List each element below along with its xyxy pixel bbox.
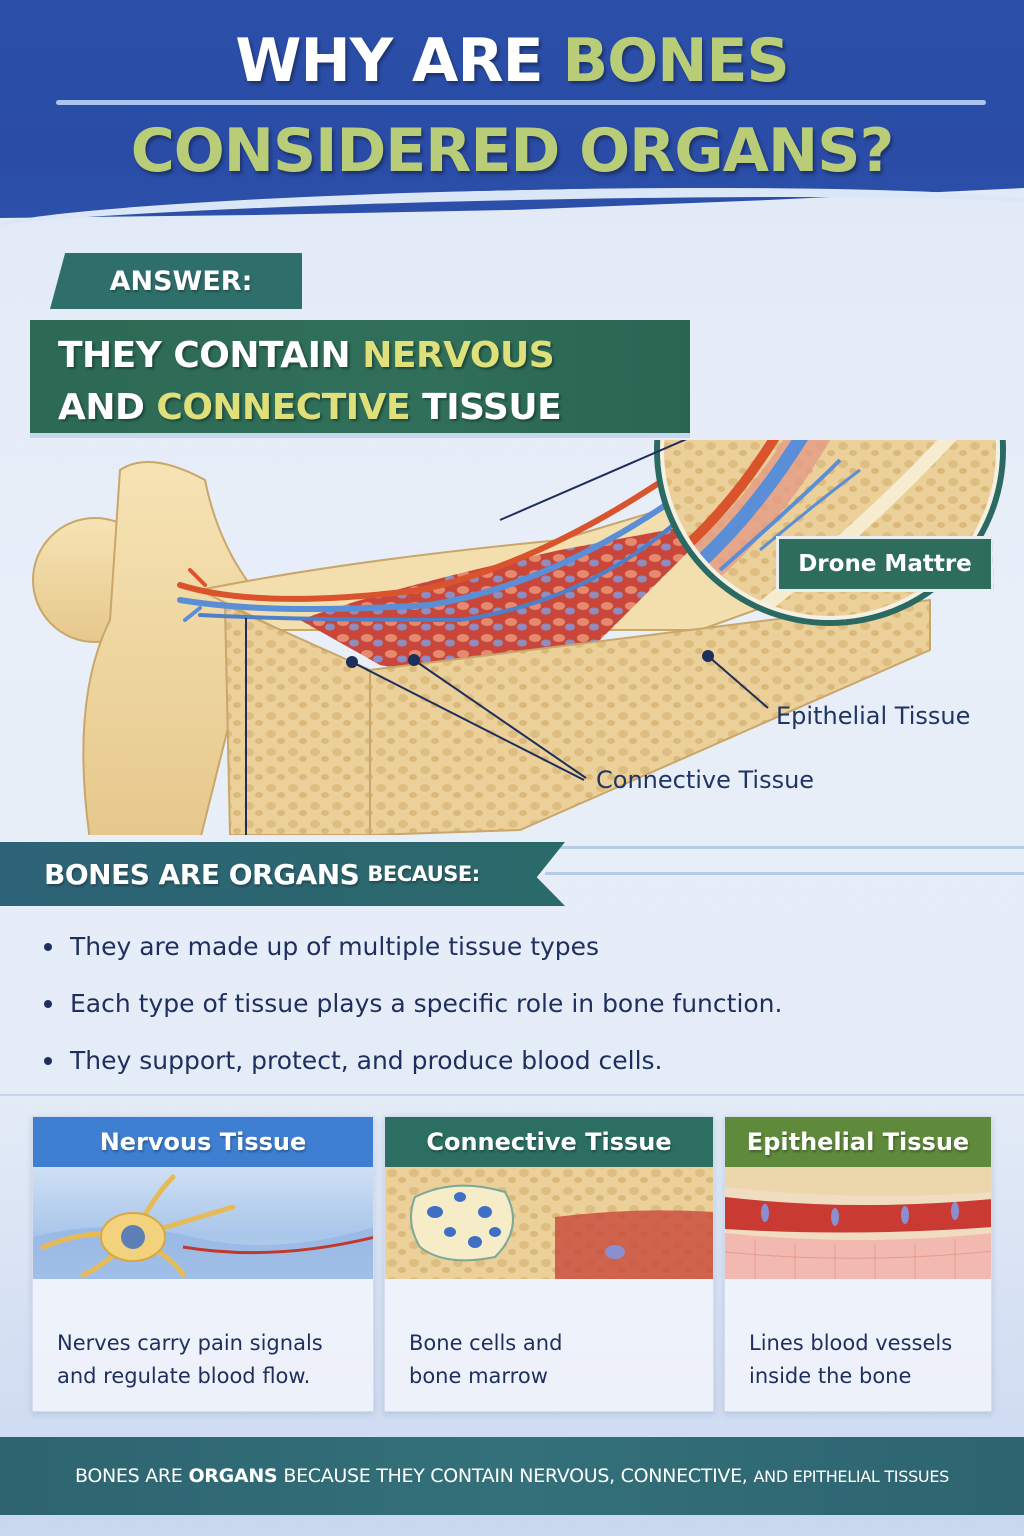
- reason-text: They are made up of multiple tissue type…: [70, 932, 600, 961]
- card-description: Lines blood vessels inside the bone: [725, 1279, 991, 1393]
- card-title: Connective Tissue: [385, 1117, 713, 1167]
- answer-text: THEY CONTAIN NERVOUS AND CONNECTIVE TISS…: [58, 330, 658, 434]
- card-image-bone-marrow: [385, 1167, 713, 1279]
- because-title-small: BECAUSE:: [367, 862, 480, 886]
- footer-text-part4: AND EPITHELIAL TISSUES: [753, 1466, 950, 1486]
- card-nervous-tissue: Nervous Tissue Nerves carry pain signals…: [32, 1116, 374, 1412]
- card-desc-line1: Bone cells and: [409, 1331, 563, 1355]
- callout-connective-tissue: Connective Tissue: [596, 766, 815, 794]
- neuron-icon: [33, 1174, 373, 1279]
- card-title: Epithelial Tissue: [725, 1117, 991, 1167]
- card-description: Nerves carry pain signals and regulate b…: [33, 1279, 373, 1393]
- bone-cross-section-illustration: [32, 440, 1006, 835]
- reasons-list: They are made up of multiple tissue type…: [44, 918, 944, 1089]
- page-title-line1: WHY ARE BONES: [0, 26, 1024, 96]
- footer-text-part1: BONES ARE: [74, 1465, 183, 1487]
- answer-nervous: NERVOUS: [362, 335, 555, 376]
- title-prefix: WHY ARE: [235, 26, 563, 96]
- reason-text: They support, protect, and produce blood…: [70, 1046, 663, 1075]
- reason-item: Each type of tissue plays a specific rol…: [44, 975, 944, 1032]
- inset-label-badge: Drone Mattre: [776, 536, 994, 592]
- card-desc-line2: bone marrow: [409, 1364, 548, 1388]
- because-title: BONES ARE ORGANS: [44, 857, 360, 891]
- answer-connective: CONNECTIVE: [156, 387, 411, 428]
- section-divider: [0, 1094, 1024, 1096]
- header-band: [0, 0, 1024, 218]
- blood-vessel-icon: [725, 1167, 991, 1279]
- footer-summary-banner: BONES ARE ORGANS BECAUSE THEY CONTAIN NE…: [0, 1437, 1024, 1515]
- bone-marrow-icon: [385, 1167, 713, 1279]
- footer-text-organs: ORGANS: [188, 1465, 278, 1487]
- card-desc-line2: inside the bone: [749, 1364, 912, 1388]
- card-desc-line1: Lines blood vessels: [749, 1331, 953, 1355]
- callout-lines: [245, 440, 769, 835]
- title-divider: [56, 100, 986, 105]
- page-title-line2: CONSIDERED ORGANS?: [130, 116, 895, 186]
- reason-item: They support, protect, and produce blood…: [44, 1032, 944, 1089]
- answer-banner: [30, 320, 690, 438]
- bullet-dot-icon: [44, 999, 52, 1008]
- card-epithelial-tissue: Epithelial Tissue Lines blood vessels in…: [724, 1116, 992, 1412]
- card-connective-tissue: Connective Tissue Bone cells and bone ma…: [384, 1116, 714, 1412]
- bone-spongy-face-left: [223, 603, 371, 835]
- title-accent: BONES: [562, 26, 790, 96]
- reason-text: Each type of tissue plays a specific rol…: [70, 989, 783, 1018]
- card-image-neuron: [33, 1167, 373, 1279]
- femur-head: [32, 461, 262, 835]
- answer-line2-suffix: TISSUE: [410, 387, 562, 428]
- card-desc-line2: and regulate blood flow.: [57, 1364, 311, 1388]
- card-desc-line1: Nerves carry pain signals: [57, 1331, 323, 1355]
- bone-marrow-cavity: [300, 520, 720, 670]
- bullet-dot-icon: [44, 942, 52, 951]
- because-rule-bottom: [545, 872, 1024, 875]
- answer-tag: ANSWER:: [50, 253, 302, 309]
- card-image-blood-vessel: [725, 1167, 991, 1279]
- blood-vessels: [177, 440, 743, 623]
- because-rule-top: [560, 846, 1024, 849]
- answer-line1-prefix: THEY CONTAIN: [58, 335, 363, 376]
- reason-item: They are made up of multiple tissue type…: [44, 918, 944, 975]
- tissue-cards: Nervous Tissue Nerves carry pain signals…: [32, 1116, 992, 1412]
- answer-line2-prefix: AND: [58, 387, 157, 428]
- bullet-dot-icon: [44, 1056, 52, 1065]
- footer-text-part3: BECAUSE THEY CONTAIN NERVOUS, CONNECTIVE…: [283, 1465, 748, 1487]
- callout-epithelial-tissue: Epithelial Tissue: [776, 702, 971, 730]
- card-description: Bone cells and bone marrow: [385, 1279, 713, 1393]
- card-title: Nervous Tissue: [33, 1117, 373, 1167]
- because-banner: BONES ARE ORGANS BECAUSE:: [0, 842, 565, 906]
